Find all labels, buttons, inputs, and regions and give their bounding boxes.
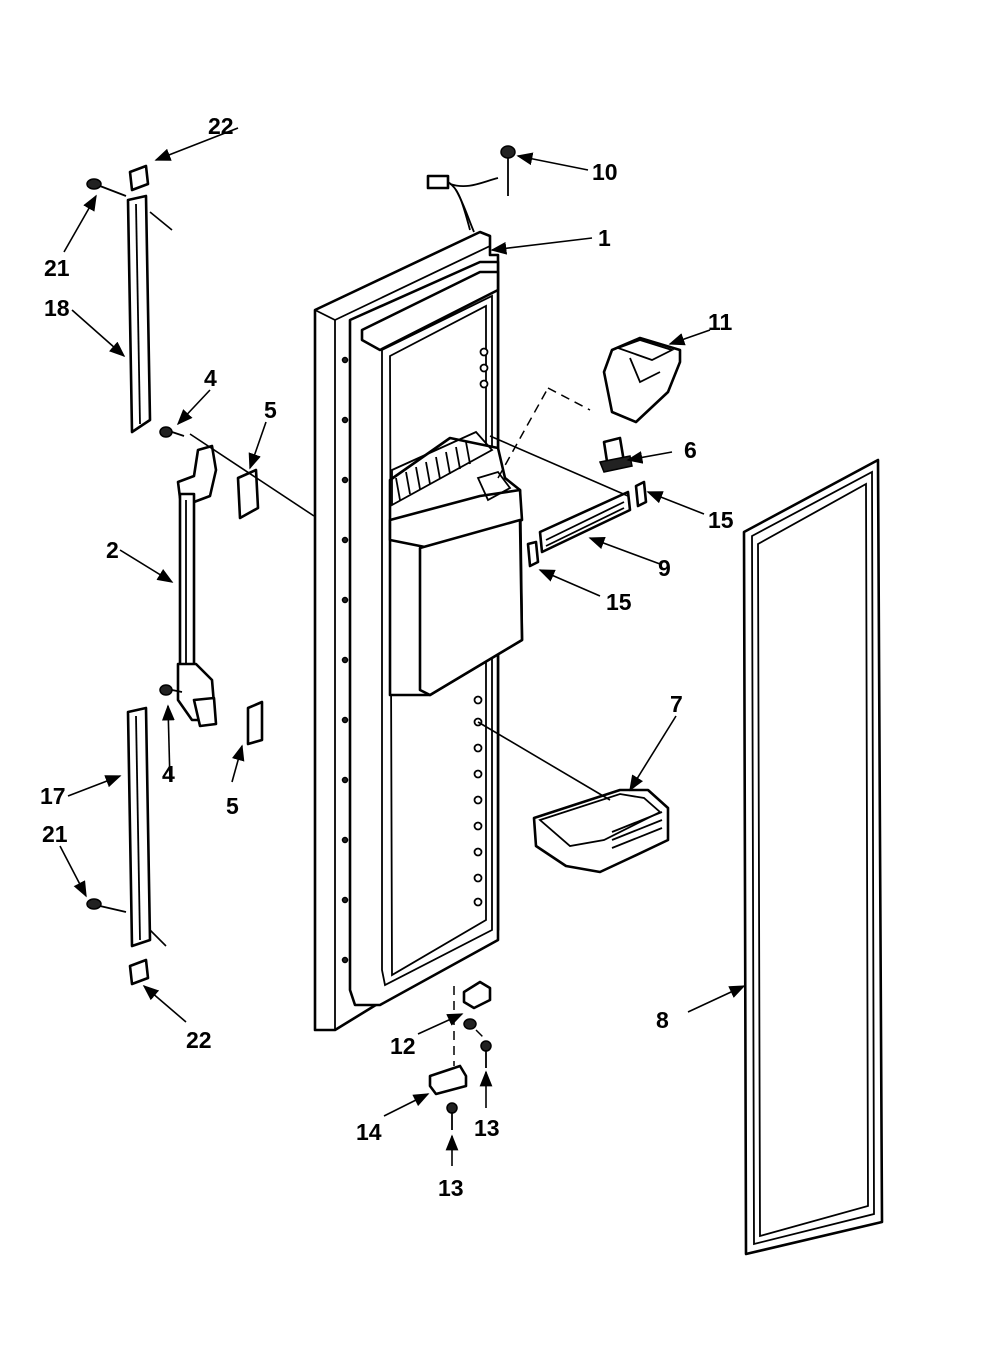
- door-handle: [176, 444, 218, 728]
- screw-4-upper: [159, 426, 185, 438]
- callout-8: 8: [656, 1007, 669, 1033]
- callout-15-lower: 15: [606, 589, 632, 615]
- callout-7: 7: [670, 691, 683, 717]
- door-bin-holes: [473, 347, 489, 907]
- end-cap-22-lower: [128, 958, 150, 986]
- dispenser-module: [388, 430, 524, 697]
- callout-5-bottom: 5: [226, 793, 239, 819]
- callout-18: 18: [44, 295, 70, 321]
- callout-14: 14: [356, 1119, 382, 1145]
- callout-17: 17: [40, 783, 66, 809]
- callout-21-top: 21: [44, 255, 70, 281]
- screw-10: [500, 145, 516, 196]
- leader-lines: [59, 127, 746, 1166]
- callout-15-right: 15: [708, 507, 734, 533]
- trim-strip-17: [126, 706, 152, 948]
- callout-labels: 22 10 1 21 18 11 4 5 6 15 2 9 15 7 4 17 …: [40, 113, 734, 1201]
- screw-21-upper: [86, 178, 127, 197]
- callout-21-bottom: 21: [42, 821, 68, 847]
- callout-12: 12: [390, 1033, 416, 1059]
- callout-22-top: 22: [208, 113, 234, 139]
- end-cap-22-upper: [128, 164, 150, 192]
- trim-strip-18: [126, 194, 152, 434]
- end-cap-5-upper: [236, 468, 260, 520]
- callout-6: 6: [684, 437, 697, 463]
- hinge-pin-14: [428, 1064, 468, 1096]
- callout-11: 11: [708, 309, 733, 335]
- callout-4-top: 4: [204, 365, 217, 391]
- screw-13-center: [446, 1102, 458, 1130]
- door-side-screws: [341, 356, 349, 964]
- dispenser-grille: [395, 441, 471, 501]
- wire-harness: [426, 174, 499, 233]
- screw-4-lower: [159, 684, 183, 696]
- clip-6: [598, 436, 633, 473]
- callout-5-top: 5: [264, 397, 277, 423]
- callout-9: 9: [658, 555, 671, 581]
- callout-10: 10: [592, 159, 618, 185]
- screw-13-right: [480, 1040, 492, 1068]
- callout-1: 1: [598, 225, 611, 251]
- callout-4-bottom: 4: [162, 761, 175, 787]
- trim-assembly: [526, 480, 648, 568]
- hinge-bracket-12: [462, 980, 492, 1030]
- end-cap-5-lower: [246, 700, 264, 746]
- screw-21-lower: [86, 898, 127, 913]
- door-gasket: [742, 458, 884, 1256]
- ice-chute: [602, 336, 682, 424]
- callout-13-bottom: 13: [438, 1175, 464, 1201]
- callout-2: 2: [106, 537, 119, 563]
- callout-22-bottom: 22: [186, 1027, 212, 1053]
- door-bin: [532, 788, 670, 874]
- callout-13-right: 13: [474, 1115, 500, 1141]
